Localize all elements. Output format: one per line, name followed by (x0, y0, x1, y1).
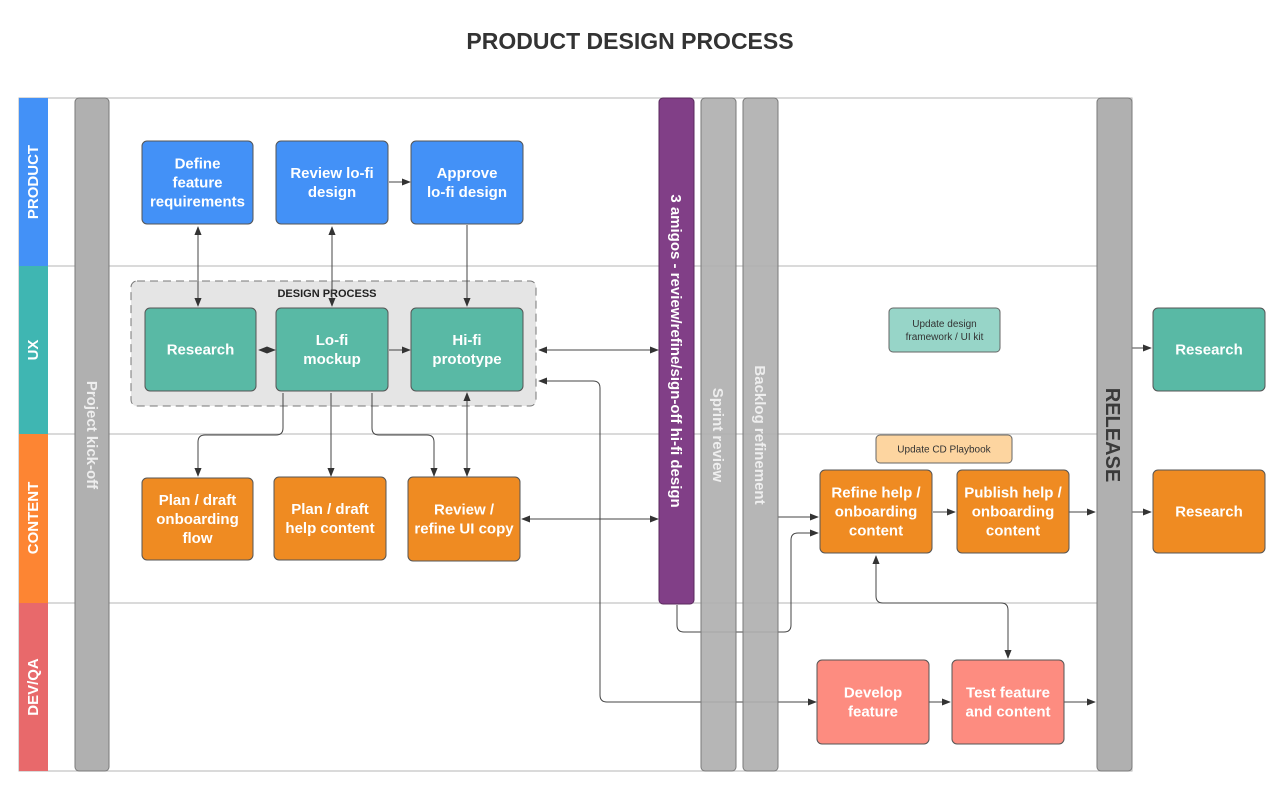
process-box-shape (144, 307, 257, 392)
process-box-define[interactable]: Define feature requirements (141, 140, 254, 225)
process-box-review-copy[interactable]: Review / refine UI copy (407, 476, 521, 562)
connector (194, 393, 284, 477)
process-box-label: Refine help / (831, 485, 921, 502)
process-box-label: Review / (434, 502, 495, 519)
process-box-label: refine UI copy (414, 521, 514, 538)
process-box-label: requirements (150, 194, 245, 211)
connector (371, 393, 438, 477)
process-box-research-ux-post[interactable]: Research (1152, 307, 1266, 392)
process-box-label: flow (183, 530, 213, 547)
process-box-label: design (308, 184, 356, 201)
lane-label-content: CONTENT (25, 482, 42, 555)
lane-label-product: PRODUCT (25, 145, 42, 219)
lane-product[interactable]: PRODUCT (19, 98, 48, 266)
process-box-label: content (849, 523, 903, 540)
note-shape (875, 434, 1013, 464)
milestone-backlog-refinement[interactable]: Backlog refinement (742, 97, 779, 772)
process-box-shape (273, 476, 387, 561)
milestone-backlog-label: Backlog refinement (751, 365, 768, 504)
milestone-kickoff[interactable]: Project kick-off (74, 97, 110, 772)
process-box-shape (275, 140, 389, 225)
process-box-shape (410, 140, 524, 225)
note-label: framework / UI kit (906, 332, 984, 343)
process-box-label: Research (1175, 504, 1243, 521)
process-box-shape (819, 469, 933, 554)
process-box-shape (141, 477, 254, 561)
process-box-label: Plan / draft (159, 492, 237, 509)
note-label: Update CD Playbook (897, 445, 991, 456)
lane-ux[interactable]: UX (19, 266, 48, 434)
process-box-shape (956, 469, 1070, 554)
process-box-label: Review lo-fi (290, 165, 373, 182)
milestone-sprint-review-label: Sprint review (709, 388, 726, 483)
process-box-label: onboarding (156, 511, 239, 528)
note-update-framework[interactable]: Update design framework / UI kit (888, 307, 1001, 353)
process-box-label: feature (848, 704, 898, 721)
process-box-shape (1152, 469, 1266, 554)
process-box-plan-help[interactable]: Plan / draft help content (273, 476, 387, 561)
process-box-shape (410, 307, 524, 392)
process-box-develop[interactable]: Develop feature (816, 659, 930, 745)
process-box-shape (141, 140, 254, 225)
note-update-playbook[interactable]: Update CD Playbook (875, 434, 1013, 464)
process-box-shape (951, 659, 1065, 745)
process-box-label: content (986, 523, 1040, 540)
process-box-research-content-post[interactable]: Research (1152, 469, 1266, 554)
process-box-label: mockup (303, 351, 361, 368)
process-box-label: Approve (437, 165, 498, 182)
note-shape (888, 307, 1001, 353)
process-box-publish-help[interactable]: Publish help / onboarding content (956, 469, 1070, 554)
process-box-test[interactable]: Test feature and content (951, 659, 1065, 745)
process-box-hifi-proto[interactable]: Hi-fi prototype (410, 307, 524, 392)
process-boxes: Define feature requirements Review lo-fi des… (141, 140, 1266, 745)
page-title: PRODUCT DESIGN PROCESS (466, 28, 794, 54)
lane-devqa[interactable]: DEV/QA (19, 603, 48, 771)
milestone-release-label: RELEASE (1101, 388, 1123, 482)
process-box-shape (1152, 307, 1266, 392)
process-box-shape (275, 307, 389, 392)
milestone-release[interactable]: RELEASE (1096, 97, 1133, 772)
connectors (194, 178, 1152, 706)
process-box-label: onboarding (972, 504, 1055, 521)
process-box-approve-lofi[interactable]: Approve lo-fi design (410, 140, 524, 225)
lane-label-ux: UX (25, 340, 42, 361)
process-box-shape (407, 476, 521, 562)
connector (676, 529, 819, 633)
process-box-label: Test feature (966, 685, 1050, 702)
process-box-label: lo-fi design (427, 184, 507, 201)
milestone-kickoff-label: Project kick-off (83, 381, 100, 490)
process-box-plan-onboarding[interactable]: Plan / draft onboarding flow (141, 477, 254, 561)
milestone-three-amigos-label: 3 amigos - review/refine/sign-off hi-fi … (667, 194, 684, 507)
process-box-label: Hi-fi (452, 332, 481, 349)
process-box-shape (816, 659, 930, 745)
design-process-title: DESIGN PROCESS (277, 288, 376, 300)
process-box-label: prototype (432, 351, 501, 368)
process-box-label: and content (966, 704, 1051, 721)
connector (538, 377, 817, 706)
connector (872, 555, 1012, 659)
process-box-label: Research (167, 342, 235, 359)
process-box-label: Lo-fi (316, 332, 348, 349)
milestone-three-amigos[interactable]: 3 amigos - review/refine/sign-off hi-fi … (658, 97, 695, 605)
process-box-label: help content (285, 520, 374, 537)
process-box-label: feature (172, 175, 222, 192)
process-box-label: Develop (844, 685, 902, 702)
process-box-label: Plan / draft (291, 501, 369, 518)
process-box-label: Define (175, 156, 221, 173)
process-box-label: Research (1175, 342, 1243, 359)
lane-label-devqa: DEV/QA (25, 658, 42, 716)
milestone-sprint-review[interactable]: Sprint review (700, 97, 737, 772)
process-box-refine-help[interactable]: Refine help / onboarding content (819, 469, 933, 554)
process-box-review-lofi[interactable]: Review lo-fi design (275, 140, 389, 225)
process-box-label: onboarding (835, 504, 918, 521)
process-box-lofi-mockup[interactable]: Lo-fi mockup (275, 307, 389, 392)
process-box-research[interactable]: Research (144, 307, 257, 392)
note-label: Update design (912, 319, 977, 330)
lane-content[interactable]: CONTENT (19, 434, 48, 603)
process-box-label: Publish help / (964, 485, 1062, 502)
